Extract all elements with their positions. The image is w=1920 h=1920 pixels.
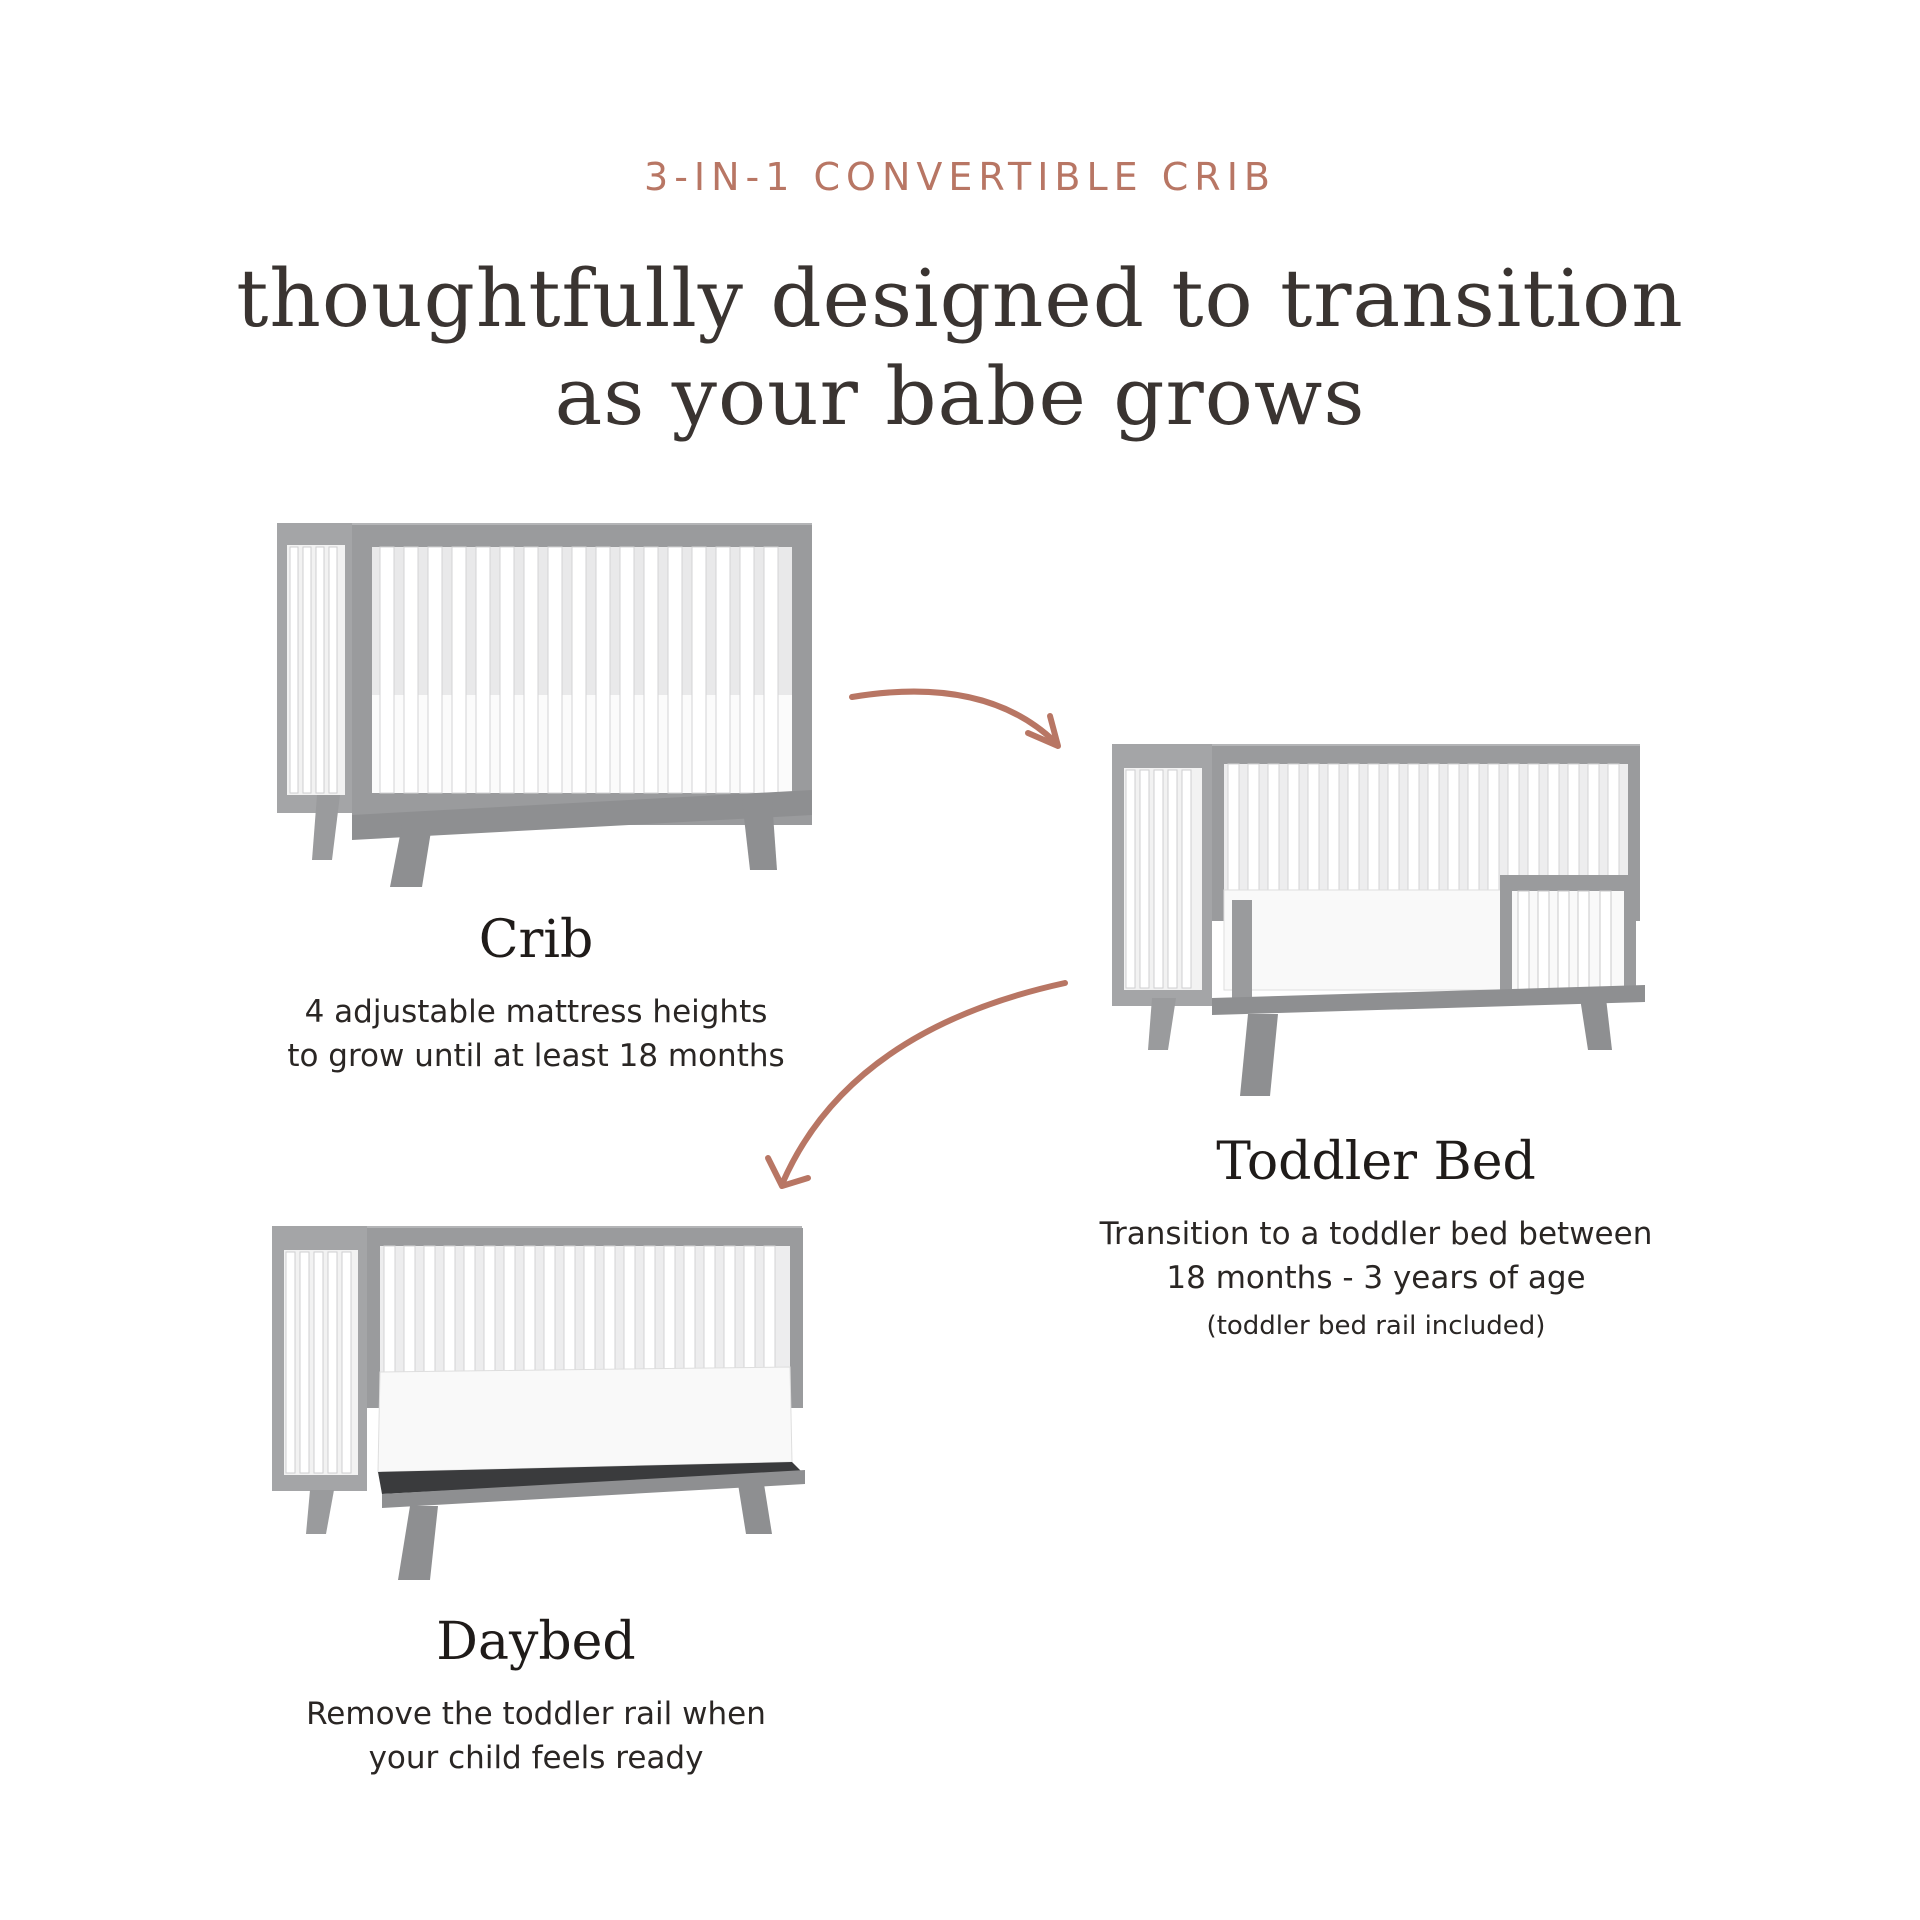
crib-desc-line-1: 4 adjustable mattress heights (304, 994, 768, 1030)
crib-description: 4 adjustable mattress heights to grow un… (236, 990, 836, 1078)
toddler-desc-line-1: Transition to a toddler bed between (1099, 1216, 1653, 1252)
toddler-bed-description: Transition to a toddler bed between 18 m… (1036, 1212, 1716, 1348)
crib-title: Crib (478, 910, 594, 970)
toddler-bed-image (1112, 744, 1645, 1096)
daybed-desc-line-2: your child feels ready (368, 1740, 704, 1776)
arrow-toddler-to-daybed-icon (765, 980, 1068, 1189)
daybed-title: Daybed (436, 1612, 636, 1672)
toddler-desc-line-2: 18 months - 3 years of age (1166, 1260, 1586, 1296)
daybed-description: Remove the toddler rail when your child … (236, 1692, 836, 1780)
toddler-bed-title: Toddler Bed (1216, 1132, 1536, 1192)
daybed-desc-line-1: Remove the toddler rail when (306, 1696, 766, 1732)
crib-desc-line-2: to grow until at least 18 months (287, 1038, 785, 1074)
headline-line-2: as your babe grows (554, 350, 1366, 443)
headline: thoughtfully designed to transition as y… (0, 250, 1920, 446)
toddler-note: (toddler bed rail included) (1206, 1311, 1546, 1341)
daybed-image (272, 1226, 805, 1580)
arrow-crib-to-toddler-icon (849, 688, 1061, 749)
eyebrow-label: 3-IN-1 CONVERTIBLE CRIB (644, 155, 1276, 199)
headline-line-1: thoughtfully designed to transition (236, 252, 1684, 345)
crib-image (277, 523, 812, 887)
